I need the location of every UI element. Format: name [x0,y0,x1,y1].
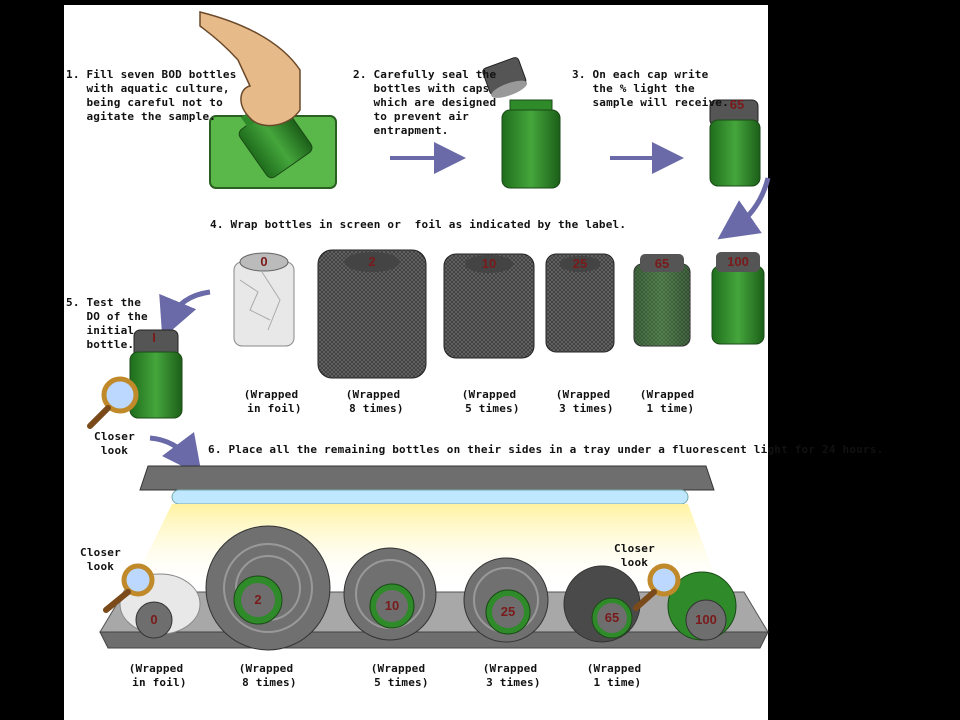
tray-bottles [119,525,737,651]
step-4-text: 4. Wrap bottles in screen or foil as ind… [210,218,627,231]
hand-icon [199,11,301,127]
arrow-4-5 [159,289,211,339]
step-5-text: 5. Test the DO of the initial bottle. [66,296,148,351]
cap-label: 65 [654,256,670,271]
cap-label: 2 [368,254,376,269]
magnifier-icon [103,563,155,613]
cap-label: 2 [254,592,262,607]
step4-bottles [233,249,765,379]
step-3-text: 3. On each cap write the % light the sam… [572,68,729,109]
wrap-label: (Wrapped 1 time) [639,388,695,415]
wrap-label: (Wrapped 8 times) [238,662,297,689]
step1-illustration [199,11,337,189]
cap-label: 100 [695,612,717,627]
step-1-text: 1. Fill seven BOD bottles with aquatic c… [66,68,237,123]
cap-label: 100 [727,254,749,269]
cap-label: 25 [500,604,516,619]
cap-label: 10 [481,256,497,271]
closer-look-label: Closer look [94,430,135,457]
step-2-text: 2. Carefully seal the bottles with caps … [353,68,497,137]
magnifier-icon [87,376,139,429]
wrap-label: (Wrapped in foil) [243,388,302,415]
wrap-label: (Wrapped 8 times) [345,388,404,415]
arrow-5-6 [149,431,203,476]
cap-label: 65 [729,97,745,112]
cap-label: 25 [572,256,588,271]
cap-label: 10 [384,598,400,613]
cap-label: 65 [604,610,620,625]
cap-label: I [152,330,156,345]
wrap-label: (Wrapped in foil) [128,662,187,689]
closer-look-label: Closer look [614,542,655,569]
step-6-text: 6. Place all the remaining bottles on th… [208,443,884,456]
step3-bottle [709,99,761,187]
wrap-label: (Wrapped 5 times) [370,662,429,689]
arrow-3-4 [717,177,771,240]
step2-illustration [482,57,561,189]
wrap-label: (Wrapped 5 times) [461,388,520,415]
wrap-label: (Wrapped 3 times) [482,662,541,689]
cap-label: 0 [150,612,158,627]
cap-label: 0 [260,254,268,269]
step5-bottle [129,329,183,419]
wrap-label: (Wrapped 1 time) [586,662,642,689]
wrap-label: (Wrapped 3 times) [555,388,614,415]
magnifier-icon [633,563,681,611]
closer-look-label: Closer look [80,546,121,573]
